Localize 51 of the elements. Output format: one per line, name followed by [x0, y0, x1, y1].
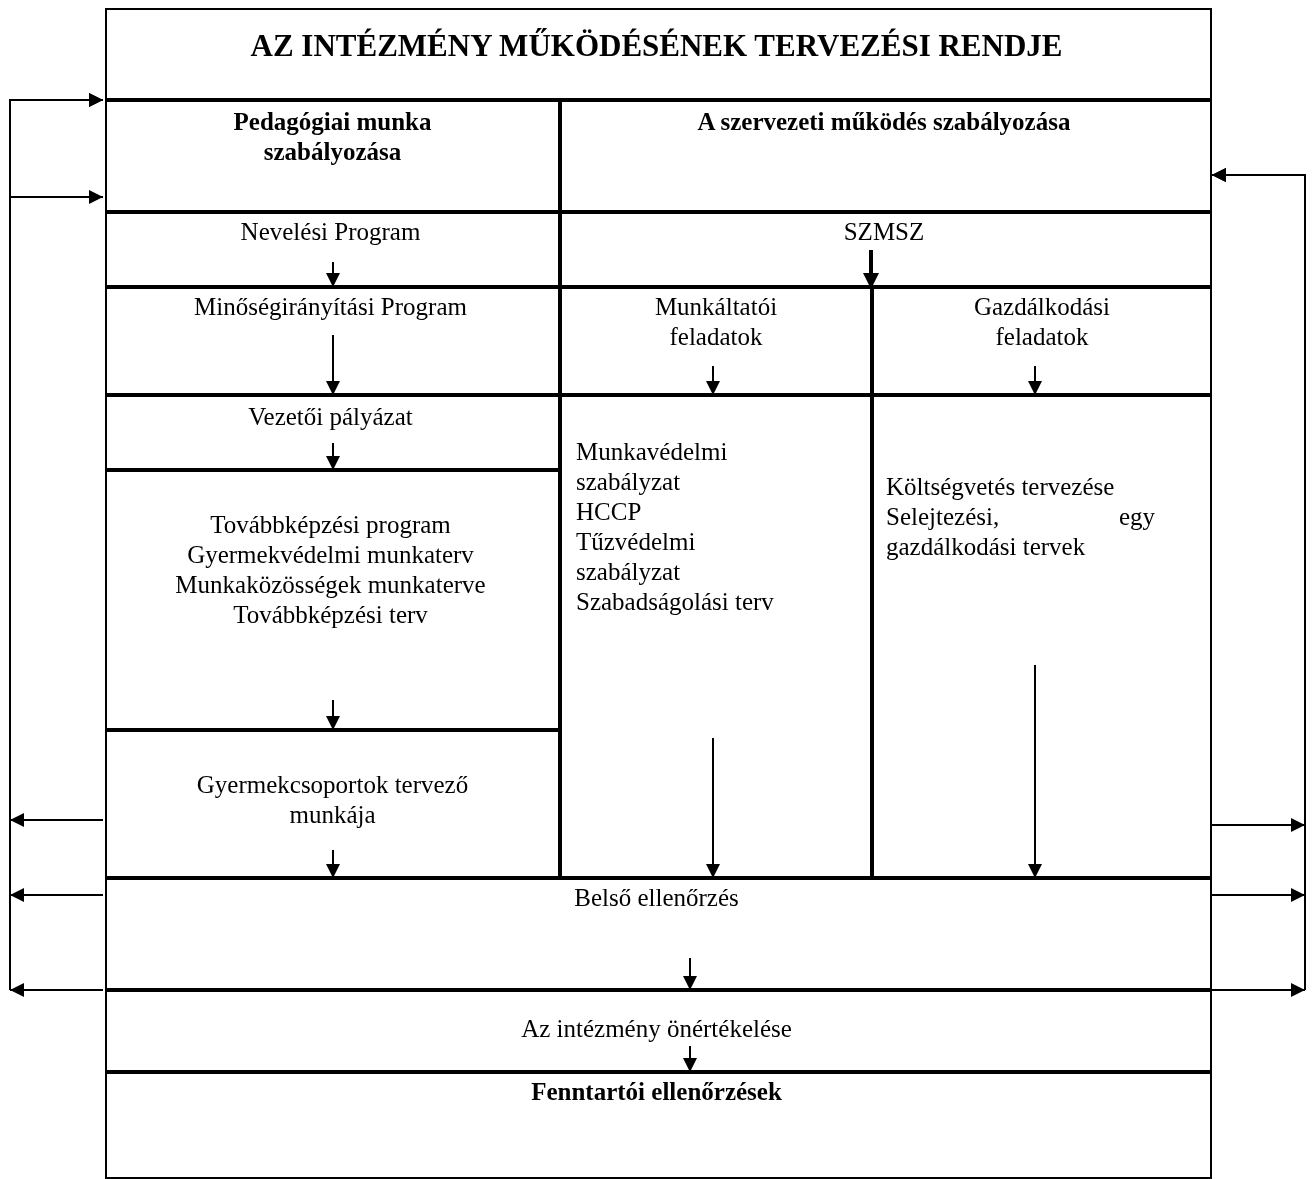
cell-text: Munkavédelmi szabályzat — [576, 437, 729, 497]
cell-text: Gyermekvédelmi munkaterv — [186, 540, 475, 570]
arrow — [326, 699, 340, 731]
cell-text: Gyermekcsoportok tervező munkája — [195, 770, 470, 830]
table-cell — [560, 287, 872, 395]
cell-text: Továbbképzési terv — [232, 600, 429, 630]
arrow — [326, 261, 340, 288]
table-cell — [105, 1072, 1212, 1179]
cell-text: Munkáltatói feladatok — [653, 292, 779, 352]
arrow — [683, 1045, 697, 1073]
table-cell — [105, 990, 1212, 1072]
cell-text: Költségvetés tervezése — [886, 472, 1116, 502]
cell-text: Továbbképzési program — [209, 510, 452, 540]
table-cell — [105, 212, 560, 287]
cell-text: Belső ellenőrzés — [573, 883, 740, 913]
feedback-arrow — [9, 190, 104, 827]
cell-text: Selejtezési, egy gazdálkodási tervek — [886, 502, 1155, 562]
arrow — [326, 334, 340, 396]
arrow — [1028, 365, 1042, 396]
arrow — [326, 442, 340, 471]
cell-text: Gazdálkodási feladatok — [972, 292, 1112, 352]
heading-text: Pedagógiai munka szabályozása — [232, 107, 433, 167]
table-cell — [105, 395, 560, 470]
arrow — [706, 365, 720, 396]
cell-text: Az intézmény önértékelése — [520, 1014, 793, 1044]
arrow — [326, 849, 340, 879]
table-cell — [105, 878, 1212, 990]
table-cell — [560, 212, 1212, 287]
column-heading — [560, 100, 1212, 212]
table-cell — [105, 730, 560, 878]
column-heading — [105, 100, 560, 212]
heading-cell — [105, 8, 1212, 100]
heading-text: A szervezeti működés szabályozása — [696, 107, 1072, 137]
cell-text: HCCP — [576, 497, 643, 527]
arrow — [1028, 664, 1042, 879]
cell-text: Tűzvédelmi szabályzat — [576, 527, 697, 587]
cell-text: SZMSZ — [842, 217, 926, 247]
cell-text: Munkaközösségek munkaterve — [174, 570, 487, 600]
table-cell — [105, 287, 560, 395]
table-cell — [872, 287, 1212, 395]
cell-text: Szabadságolási terv — [576, 587, 775, 617]
cell-text: Minőségirányítási Program — [193, 292, 468, 322]
table-cell — [560, 395, 872, 878]
table-cell — [105, 470, 560, 730]
cell-text: Nevelési Program — [239, 217, 422, 247]
arrow — [683, 957, 697, 991]
cell-text: Vezetői pályázat — [247, 402, 414, 432]
heading-text: Fenntartói ellenőrzések — [530, 1077, 783, 1107]
heading-text: AZ INTÉZMÉNY MŰKÖDÉSÉNEK TERVEZÉSI RENDJE — [249, 27, 1064, 65]
table-cell — [872, 395, 1212, 878]
arrow — [706, 737, 720, 879]
